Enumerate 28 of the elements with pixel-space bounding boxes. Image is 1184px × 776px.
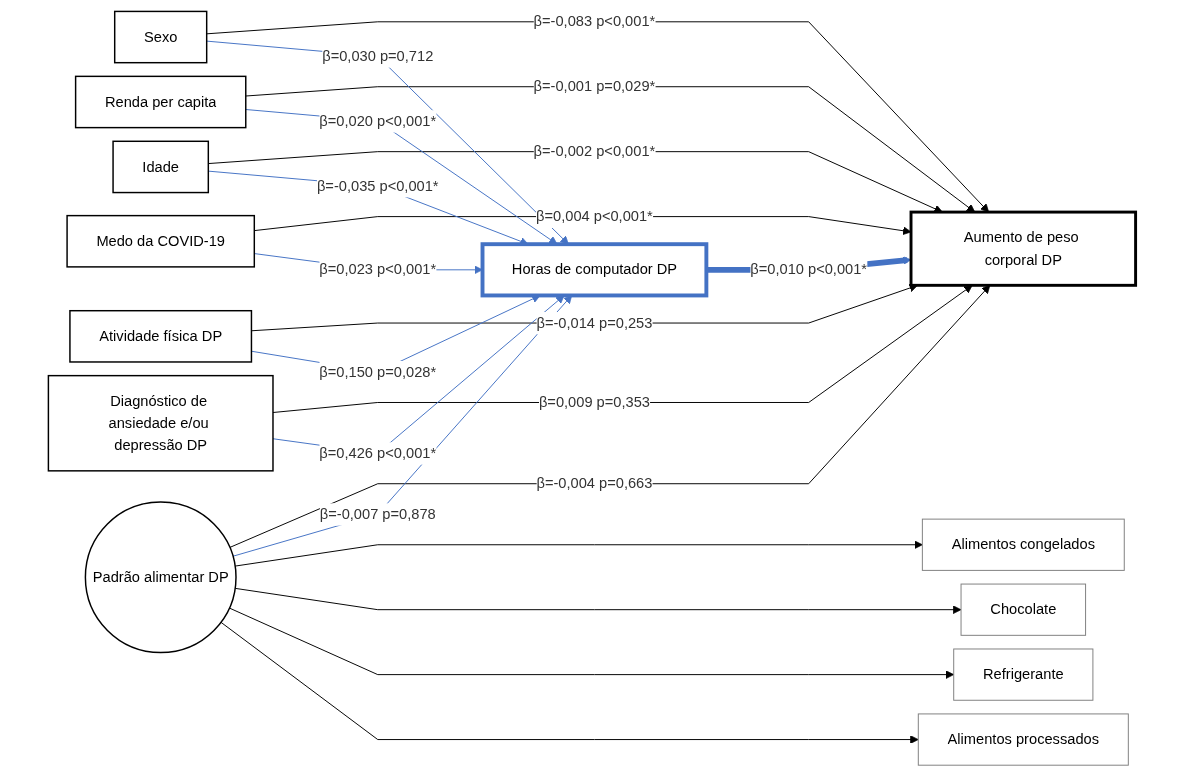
edge-label: β=0,009 p=0,353 [538, 393, 650, 411]
edge-label: β=0,426 p<0,001* [319, 444, 437, 461]
node-box: Renda per capita [74, 75, 247, 129]
edge-label: β=0,150 p=0,028* [319, 362, 437, 380]
edge-label: β=-0,001 p=0,029* [533, 77, 656, 95]
node-box: Chocolate [960, 583, 1087, 636]
node-box: Medo da COVID-19 [66, 214, 256, 268]
edge-label: β=0,023 p<0,001* [319, 260, 437, 278]
edge-label: β=0,030 p=0,712 [322, 47, 434, 64]
node-box: Atividade física DP [69, 309, 253, 363]
node-box: Refrigerante [953, 648, 1094, 701]
edge-label: β=-0,035 p<0,001* [316, 177, 439, 194]
node-box: Sexo [113, 10, 208, 64]
edge-label: β=-0,014 p=0,253 [536, 314, 653, 331]
node-box: Idade [112, 140, 210, 194]
edge-label: β=-0,083 p<0,001* [533, 12, 656, 30]
edge-label: β=-0,002 p<0,001* [533, 142, 656, 160]
node-box: Horas de computador DP [480, 242, 709, 298]
edge-label: β=0,020 p<0,001* [319, 112, 437, 129]
edge-label: β=-0,007 p=0,878 [319, 505, 436, 522]
node-box: Diagnóstico de ansiedade e/ou depressão DP [47, 374, 274, 472]
node-circle: Padrão alimentar DP [84, 501, 237, 654]
node-box: Aumento de peso corporal DP [909, 210, 1138, 287]
edge-label: β=0,010 p<0,001* [750, 260, 868, 278]
node-box: Alimentos congelados [921, 518, 1125, 571]
edge-label: β=0,004 p<0,001* [536, 207, 653, 225]
node-box: Alimentos processados [917, 713, 1129, 766]
edge-label: β=-0,004 p=0,663 [536, 474, 653, 492]
